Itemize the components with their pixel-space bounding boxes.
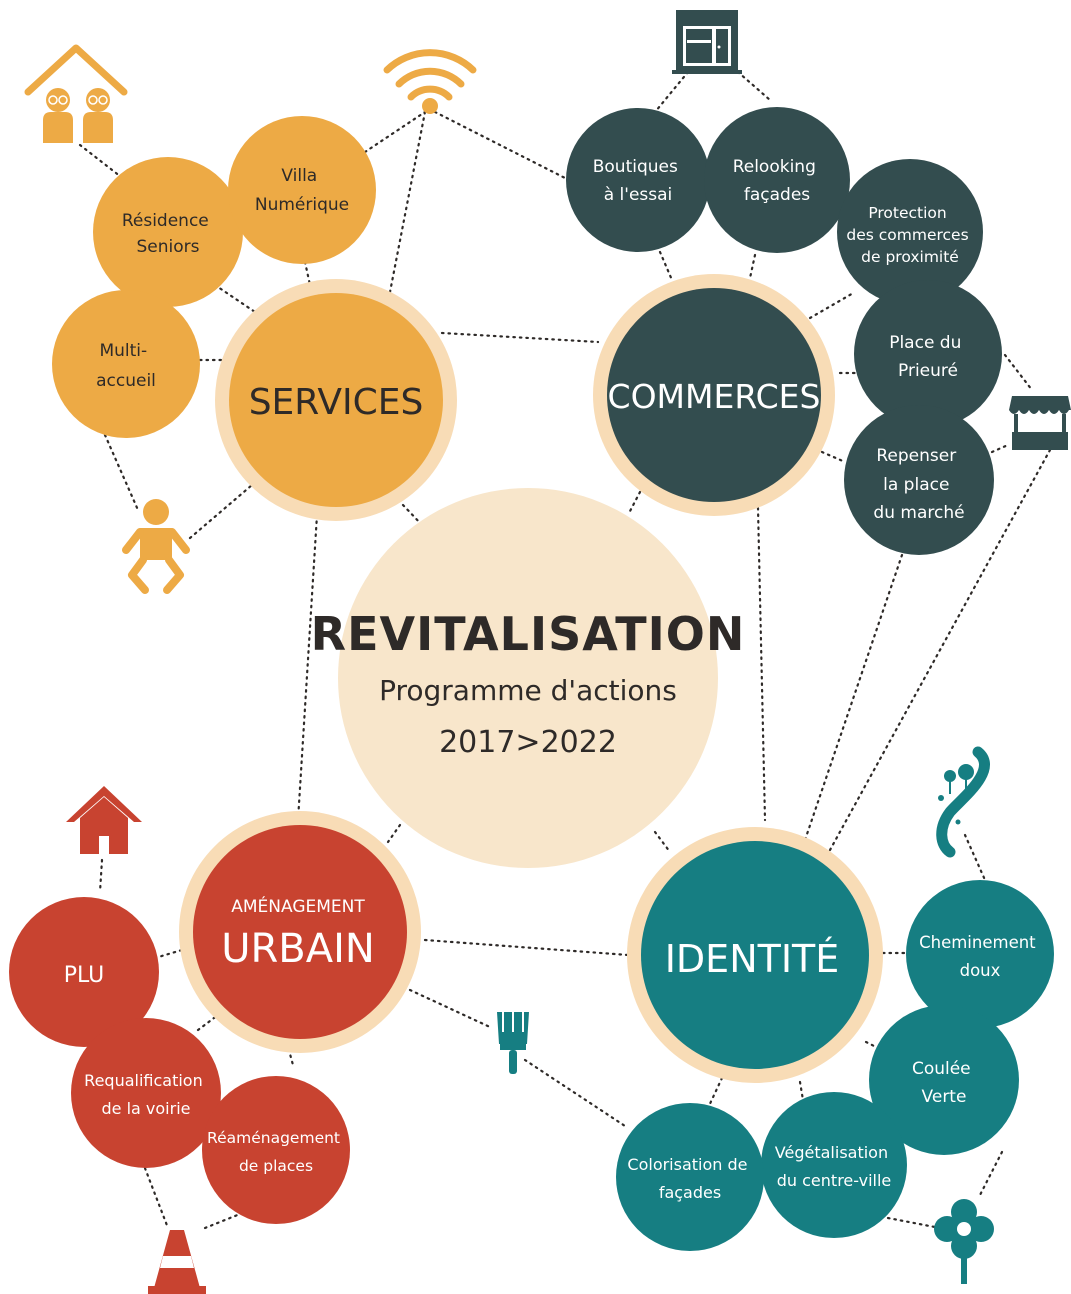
svg-text:Requalification de la: Requalification de la voirie — [84, 1071, 208, 1118]
center-years: 2017>2022 — [439, 725, 617, 760]
market-stall-icon — [1009, 396, 1071, 450]
node-label: accueil — [96, 371, 156, 391]
node-label: Résidence — [122, 211, 209, 231]
svg-text:Protection des commerc: Protection des commerces de proximité — [846, 204, 973, 266]
svg-text:Réaménagement de place: Réaménagement de places — [207, 1129, 345, 1175]
identite-hub-label: IDENTITÉ — [665, 937, 840, 981]
services-hub-label: SERVICES — [249, 382, 424, 423]
svg-text:Colorisation de façade: Colorisation de façades — [627, 1155, 752, 1202]
svg-text:Résidence Seniors: Résidence Seniors — [122, 211, 214, 257]
vegetalisation-node[interactable]: Végétalisation du centre-ville — [761, 1092, 907, 1238]
plu-node[interactable]: PLU — [9, 897, 159, 1047]
node-label: Numérique — [255, 195, 349, 215]
winding-path-icon — [936, 746, 990, 858]
urbain-satellites: PLU Requalification de la voirie Réaména… — [9, 897, 350, 1224]
flower-icon — [934, 1199, 994, 1284]
node-label: Villa — [281, 166, 317, 186]
node-label: façades — [744, 185, 810, 205]
urbain-hub-label-small: AMÉNAGEMENT — [231, 895, 365, 917]
svg-text:Cheminement doux: Cheminement doux — [919, 933, 1041, 980]
residence-seniors-node[interactable]: Résidence Seniors — [93, 157, 243, 307]
commerces-satellites: Boutiques à l'essai Relooking façades Pr… — [566, 107, 1002, 555]
wifi-icon — [383, 49, 477, 114]
node-label: PLU — [64, 963, 105, 988]
colorisation-facades-node[interactable]: Colorisation de façades — [616, 1103, 764, 1251]
node-label: des commerces — [846, 226, 968, 244]
node-label: Cheminement — [919, 933, 1036, 952]
svg-text:Végétalisation du cent: Végétalisation du centre-ville — [775, 1143, 893, 1190]
protection-commerces-node[interactable]: Protection des commerces de proximité — [837, 159, 983, 305]
node-label: Végétalisation — [775, 1143, 888, 1162]
node-label: de places — [239, 1157, 313, 1175]
svg-text:Boutiques à l'essai: Boutiques à l'essai — [593, 157, 684, 205]
node-label: de proximité — [861, 248, 959, 266]
node-label: Réaménagement — [207, 1129, 340, 1147]
center-title: REVITALISATION — [311, 607, 746, 661]
node-label: Coulée — [912, 1059, 971, 1079]
baby-icon — [122, 499, 190, 594]
identite-hub[interactable]: IDENTITÉ — [627, 827, 883, 1083]
place-marche-node[interactable]: Repenser la place du marché — [844, 405, 994, 555]
node-label: Relooking — [733, 157, 816, 177]
services-satellites: Résidence Seniors Villa Numérique Multi-… — [52, 116, 376, 438]
node-label: de la voirie — [102, 1099, 191, 1118]
commerces-hub[interactable]: COMMERCES — [593, 274, 835, 516]
node-label: à l'essai — [604, 185, 673, 205]
node-label: Requalification — [84, 1071, 203, 1090]
svg-text:Coulée Verte: Coulée Verte — [912, 1059, 976, 1107]
requalification-voirie-node[interactable]: Requalification de la voirie — [71, 1018, 221, 1168]
svg-text:Relooking façades: Relooking façades — [733, 157, 822, 205]
urbain-hub-label-big: URBAIN — [221, 926, 375, 972]
node-label: la place — [883, 475, 949, 495]
node-label: Seniors — [137, 237, 200, 257]
node-label: Repenser — [876, 446, 956, 466]
svg-text:Villa Numérique: Villa Numérique — [255, 166, 349, 215]
traffic-cone-icon — [148, 1230, 206, 1294]
place-prieure-node[interactable]: Place du Prieuré — [854, 280, 1002, 428]
node-label: du marché — [873, 503, 964, 523]
node-label: du centre-ville — [777, 1171, 892, 1190]
node-label: Prieuré — [898, 361, 958, 381]
svg-text:Place du Prieuré: Place du Prieuré — [889, 333, 967, 381]
villa-numerique-node[interactable]: Villa Numérique — [228, 116, 376, 264]
node-label: Verte — [922, 1087, 967, 1107]
node-label: Protection — [868, 204, 946, 222]
multi-accueil-node[interactable]: Multi- accueil — [52, 290, 200, 438]
identite-satellites: Cheminement doux Coulée Verte Végétalisa… — [616, 880, 1054, 1251]
services-hub[interactable]: SERVICES — [215, 279, 457, 521]
house-icon — [66, 786, 142, 854]
svg-text:Multi- accueil: Multi- accueil — [96, 341, 156, 391]
seniors-house-icon — [24, 44, 128, 143]
node-label: Multi- — [99, 341, 147, 361]
node-label: doux — [960, 961, 1001, 980]
center-subtitle: Programme d'actions — [379, 674, 677, 707]
reamenagement-places-node[interactable]: Réaménagement de places — [202, 1076, 350, 1224]
coulee-verte-node[interactable]: Coulée Verte — [869, 1005, 1019, 1155]
connector-lines — [78, 70, 1052, 1230]
center-node: REVITALISATION Programme d'actions 2017>… — [311, 488, 746, 868]
svg-text:Repenser la place: Repenser la place du marché — [873, 446, 964, 523]
commerces-hub-label: COMMERCES — [608, 377, 821, 416]
storefront-icon — [672, 10, 742, 74]
cheminement-doux-node[interactable]: Cheminement doux — [906, 880, 1054, 1028]
relooking-facades-node[interactable]: Relooking façades — [704, 107, 850, 253]
node-label: Colorisation de — [627, 1155, 747, 1174]
node-label: Place du — [889, 333, 961, 353]
node-label: Boutiques — [593, 157, 678, 177]
paint-brush-icon — [497, 1012, 529, 1074]
boutiques-essai-node[interactable]: Boutiques à l'essai — [566, 108, 710, 252]
urbain-hub[interactable]: AMÉNAGEMENT URBAIN — [179, 811, 421, 1053]
node-label: façades — [659, 1183, 721, 1202]
